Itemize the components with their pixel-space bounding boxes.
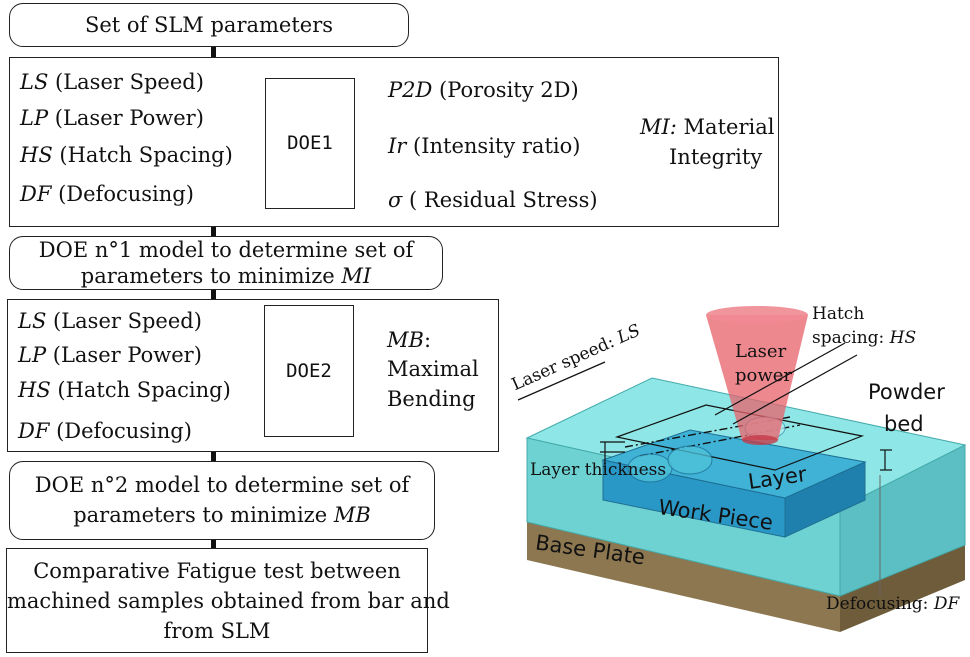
step3-line1: DOE n°1 model to determine set of	[38, 238, 414, 262]
doe2-label: DOE2	[286, 360, 332, 382]
step-doe2-model: DOE n°2 model to determine set of parame…	[9, 461, 435, 540]
doe1-box: DOE1	[265, 78, 355, 209]
mi-label-line2: Integrity	[669, 145, 763, 169]
powder-bed-label-1: Powder	[868, 380, 945, 404]
step5-line2: parameters to minimize MB	[73, 503, 371, 527]
step6-line3: from SLM	[163, 619, 271, 643]
param2-hs: HS (Hatch Spacing)	[18, 378, 231, 402]
laser-power-label-2: power	[735, 365, 793, 386]
doe1-block	[9, 57, 779, 227]
param2-df: DF (Defocusing)	[18, 419, 192, 443]
powder-bed-side	[839, 444, 966, 597]
step3-line2: parameters to minimize MI	[80, 264, 372, 288]
hatch-spacing-label-2: spacing: HS	[812, 328, 917, 348]
layer-thickness-label: Layer thickness	[530, 460, 667, 480]
connector-4	[211, 452, 216, 461]
mi-label-line1: MI: Material	[640, 115, 775, 139]
defocusing-label: Defocusing: DF	[826, 594, 960, 614]
output-ir: Ir (Intensity ratio)	[388, 134, 581, 158]
scan-region	[614, 404, 865, 471]
output-sigma: σ ( Residual Stress)	[388, 188, 598, 212]
mb-label-line1: MB:	[387, 328, 432, 352]
connector-3	[211, 290, 216, 299]
melt-track-2	[667, 445, 713, 475]
laser-power-label-1: Laser	[735, 341, 787, 362]
param-df: DF (Defocusing)	[20, 182, 194, 206]
connector-2	[211, 227, 216, 236]
step-doe1-model: DOE n°1 model to determine set of parame…	[9, 236, 443, 290]
doe1-label: DOE1	[287, 132, 333, 154]
step5-line1: DOE n°2 model to determine set of	[34, 473, 410, 497]
step1-label: Set of SLM parameters	[84, 13, 334, 37]
step-set-of-parameters: Set of SLM parameters	[9, 3, 409, 47]
connector-5	[211, 540, 216, 548]
powder-bed-label-2: bed	[884, 412, 924, 436]
laser-spot	[742, 435, 778, 445]
laser-beam	[706, 315, 808, 440]
param-ls: LS (Laser Speed)	[20, 70, 204, 94]
param-lp: LP (Laser Power)	[20, 106, 204, 130]
mb-label-line2: Maximal	[387, 357, 479, 381]
laser-beam-top	[706, 306, 808, 324]
base-plate-side	[840, 545, 965, 632]
step6-line2: machined samples obtained from bar and	[7, 589, 450, 613]
output-p2d: P2D (Porosity 2D)	[388, 78, 579, 102]
base-plate-front	[527, 522, 840, 632]
step6-line1: Comparative Fatigue test between	[33, 559, 401, 583]
hatch-spacing-label-1: Hatch	[812, 304, 865, 324]
param2-lp: LP (Laser Power)	[18, 343, 202, 367]
doe2-box: DOE2	[264, 305, 354, 437]
param-hs: HS (Hatch Spacing)	[20, 143, 233, 167]
doe2-block	[7, 299, 499, 452]
connector-1	[211, 47, 216, 57]
param2-ls: LS (Laser Speed)	[18, 309, 202, 333]
mb-label-line3: Bending	[387, 387, 476, 411]
step-fatigue-test: Comparative Fatigue test between machine…	[6, 548, 450, 653]
